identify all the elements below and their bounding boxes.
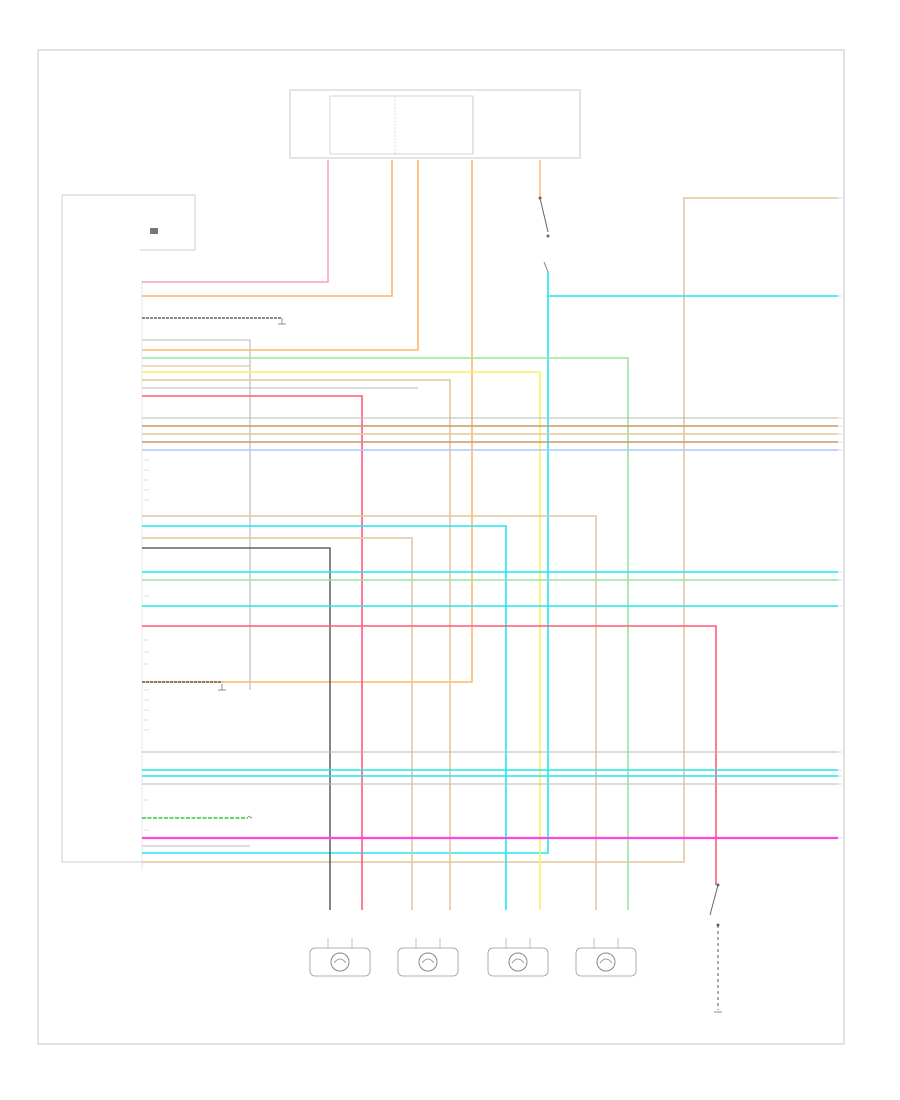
wire-tan-right: [142, 197, 838, 863]
wire-red-1: [142, 395, 363, 910]
wheel-speed-sensors: [309, 938, 637, 977]
ebcm-pin-ticks: [144, 197, 842, 863]
wheel-speed-sensor-2: [397, 938, 459, 977]
wire-orange-top-2: [142, 160, 419, 351]
wire-cyan-down: [142, 296, 549, 854]
wire-layer: [142, 160, 838, 910]
brake-lamp-switch: [538, 196, 550, 273]
wheel-speed-sensor-3: [487, 938, 549, 977]
wheel-speed-sensor-4: [575, 938, 637, 977]
wire-tan-2: [142, 379, 451, 910]
wheel-speed-sensor-1: [309, 938, 371, 977]
wire-tan-4: [142, 537, 413, 910]
wire-orange-top-1: [142, 160, 393, 297]
parking-brake-switch: [709, 883, 722, 1013]
wire-red-2: [142, 625, 717, 885]
ground-symbol-lower: [218, 684, 253, 819]
diagram-frame: [37, 49, 845, 1045]
wire-gray-1: [142, 339, 251, 690]
ebcm-connector: [61, 280, 143, 870]
wire-yellow-1: [142, 371, 541, 910]
ground-symbol-ebcm: [278, 318, 286, 325]
wire-cyan-brake: [547, 272, 838, 297]
wire-tan-3: [142, 515, 597, 910]
wire-green-1: [142, 357, 629, 910]
top-fuse-panel: [289, 89, 581, 159]
brake-pressure-switch: [61, 194, 196, 280]
wire-pink-top: [142, 160, 329, 283]
wire-cyan-2: [142, 525, 507, 910]
wire-orange-top-3: [142, 160, 473, 683]
wire-black-2: [142, 547, 331, 910]
